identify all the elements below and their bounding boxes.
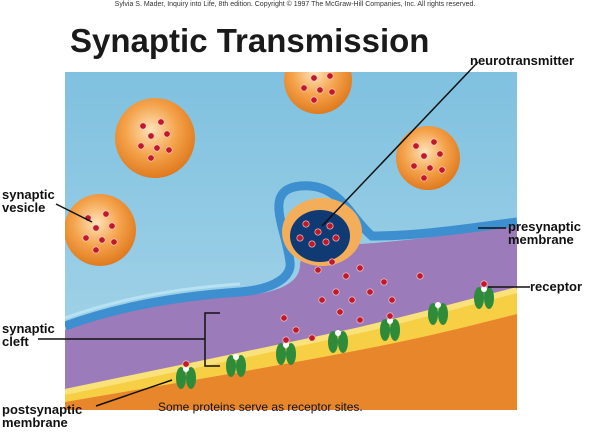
vesicle-neurotransmitter — [111, 239, 117, 245]
neurotransmitter-molecule — [333, 235, 339, 241]
neurotransmitter-molecule — [389, 297, 395, 303]
vesicle-neurotransmitter — [439, 167, 445, 173]
vesicle-neurotransmitter — [311, 75, 317, 81]
vesicle-neurotransmitter — [329, 89, 335, 95]
vesicle-neurotransmitter — [93, 225, 99, 231]
neurotransmitter-molecule — [357, 317, 363, 323]
vesicle-neurotransmitter — [83, 235, 89, 241]
vesicle-neurotransmitter — [301, 85, 307, 91]
neurotransmitter-molecule — [367, 289, 373, 295]
vesicle-neurotransmitter — [427, 165, 433, 171]
vesicle-neurotransmitter — [413, 143, 419, 149]
bound-neurotransmitter — [481, 281, 487, 287]
vesicle-neurotransmitter — [317, 87, 323, 93]
vesicle-neurotransmitter — [103, 211, 109, 217]
label-receptor: receptor — [530, 280, 582, 293]
label-presynaptic-membrane: presynaptic membrane — [508, 220, 581, 246]
synaptic-vesicle — [284, 46, 352, 114]
neurotransmitter-molecule — [281, 315, 287, 321]
neurotransmitter-molecule — [323, 239, 329, 245]
neurotransmitter-molecule — [357, 265, 363, 271]
vesicle-neurotransmitter — [154, 145, 160, 151]
neurotransmitter-molecule — [309, 241, 315, 247]
vesicle-neurotransmitter — [437, 151, 443, 157]
vesicle-neurotransmitter — [99, 237, 105, 243]
vesicle-neurotransmitter — [93, 247, 99, 253]
vesicle-neurotransmitter — [321, 61, 327, 67]
synaptic-vesicle — [64, 194, 136, 266]
neurotransmitter-molecule — [381, 279, 387, 285]
neurotransmitter-molecule — [329, 259, 335, 265]
vesicle-neurotransmitter — [411, 163, 417, 169]
vesicle-neurotransmitter — [421, 175, 427, 181]
bound-neurotransmitter — [283, 337, 289, 343]
vesicle-neurotransmitter — [311, 97, 317, 103]
neurotransmitter-molecule — [293, 327, 299, 333]
neurotransmitter-molecule — [297, 235, 303, 241]
neurotransmitter-molecule — [337, 309, 343, 315]
neurotransmitter-molecule — [319, 297, 325, 303]
vesicle-neurotransmitter — [166, 147, 172, 153]
neurotransmitter-molecule — [303, 221, 309, 227]
vesicle-neurotransmitter — [148, 155, 154, 161]
vesicle-neurotransmitter — [431, 139, 437, 145]
neurotransmitter-molecule — [315, 229, 321, 235]
vesicle-neurotransmitter — [158, 119, 164, 125]
neurotransmitter-molecule — [417, 273, 423, 279]
label-synaptic-cleft: synaptic cleft — [2, 322, 55, 348]
bound-neurotransmitter — [183, 361, 189, 367]
vesicle-neurotransmitter — [140, 123, 146, 129]
neurotransmitter-molecule — [333, 289, 339, 295]
neurotransmitter-molecule — [343, 273, 349, 279]
synaptic-vesicle — [115, 98, 195, 178]
neurotransmitter-molecule — [349, 297, 355, 303]
vesicle-neurotransmitter — [303, 65, 309, 71]
vesicle-neurotransmitter — [421, 153, 427, 159]
synaptic-vesicle — [396, 126, 460, 190]
neurotransmitter-molecule — [327, 223, 333, 229]
vesicle-neurotransmitter — [148, 133, 154, 139]
neurotransmitter-molecule — [315, 267, 321, 273]
label-postsynaptic-membrane: postsynaptic membrane — [2, 403, 82, 429]
vesicle-neurotransmitter — [138, 143, 144, 149]
vesicle-neurotransmitter — [109, 223, 115, 229]
label-synaptic-vesicle: synaptic vesicle — [2, 188, 55, 214]
vesicle-neurotransmitter — [327, 73, 333, 79]
caption: Some proteins serve as receptor sites. — [158, 400, 363, 414]
vesicle-neurotransmitter — [164, 131, 170, 137]
label-neurotransmitter: neurotransmitter — [470, 54, 574, 67]
bound-neurotransmitter — [387, 313, 393, 319]
neurotransmitter-molecule — [309, 335, 315, 341]
